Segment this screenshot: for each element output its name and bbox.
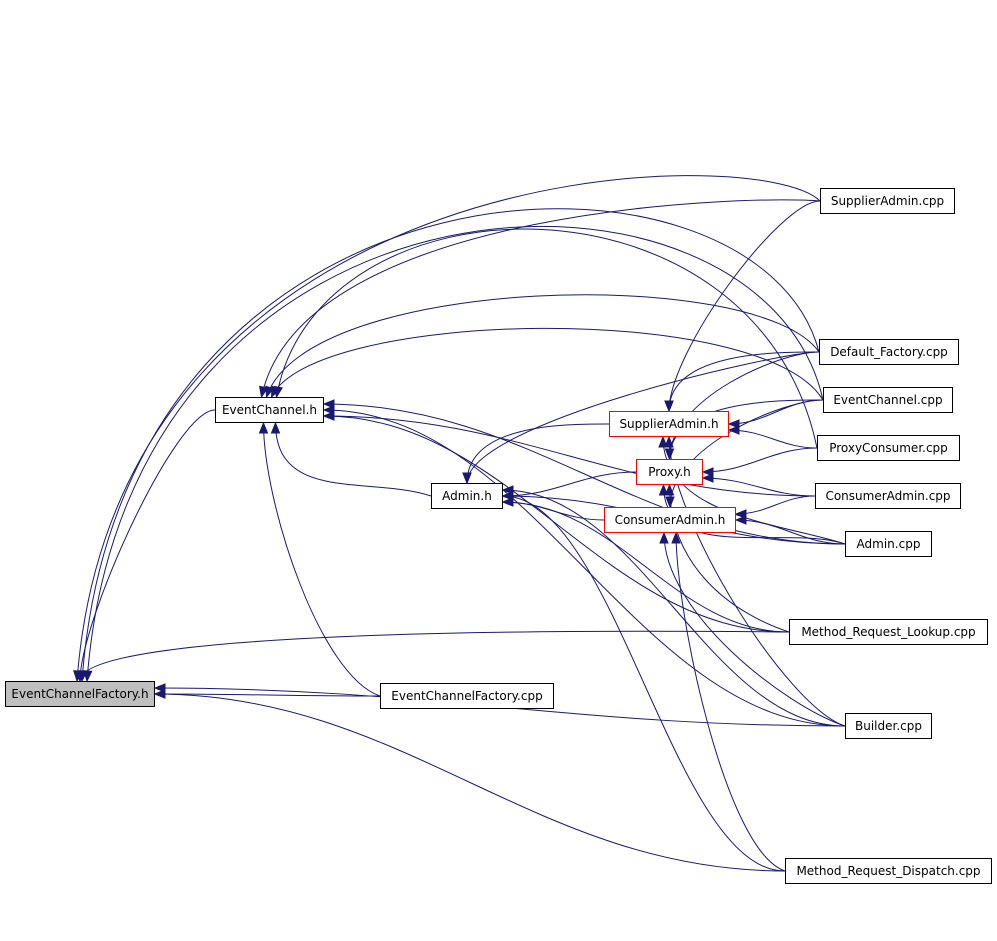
arrowhead-icon <box>322 411 335 421</box>
edge-ca_cpp-to-ca_h <box>735 495 816 515</box>
edge-ec_cpp-to-ecf_h <box>86 225 824 682</box>
node-ecf-h[interactable]: EventChannelFactory.h <box>5 681 155 707</box>
node-sa-h[interactable]: SupplierAdmin.h <box>609 411 729 437</box>
edge-ec_cpp-to-proxy_h <box>669 399 824 460</box>
arrowhead-icon <box>501 491 514 501</box>
node-builder-cpp[interactable]: Builder.cpp <box>845 713 932 739</box>
edge-admin_cpp-to-ca_h <box>735 519 846 545</box>
node-ec-cpp[interactable]: EventChannel.cpp <box>823 387 953 413</box>
arrowhead-icon <box>727 419 740 429</box>
arrowhead-icon <box>462 472 472 485</box>
arrowhead-icon <box>322 399 335 409</box>
node-mrl-cpp[interactable]: Method_Request_Lookup.cpp <box>789 619 988 645</box>
edge-df_cpp-to-sa_h <box>668 351 820 412</box>
arrowhead-icon <box>153 689 166 699</box>
edge-df_cpp-to-proxy_h <box>669 351 820 460</box>
arrowhead-icon <box>658 435 668 448</box>
edge-ca_cpp-to-proxy_h <box>702 477 816 497</box>
arrowhead-icon <box>734 509 747 519</box>
edge-sa_h-to-admin_h <box>466 423 610 484</box>
node-sa-cpp[interactable]: SupplierAdmin.cpp <box>820 188 955 214</box>
node-admin-cpp[interactable]: Admin.cpp <box>845 531 932 557</box>
arrowhead-icon <box>501 485 514 495</box>
edge-ec_cpp-to-ca_h <box>669 399 824 508</box>
edge-admin_cpp-to-ec_h <box>323 403 846 545</box>
edge-ec_cpp-to-sa_h <box>728 399 824 425</box>
edge-sa_cpp-to-sa_h <box>668 200 821 412</box>
edge-sa_cpp-to-ecf_h <box>76 175 821 682</box>
edge-builder_cpp-to-ec_h <box>323 409 846 727</box>
arrowhead-icon <box>322 405 335 415</box>
edge-sa_cpp-to-ec_h <box>261 199 821 398</box>
edge-mrd_cpp-to-ecf_h <box>154 693 786 872</box>
edge-pc_cpp-to-sa_h <box>728 429 818 449</box>
edge-mrd_cpp-to-admin_h <box>502 495 786 872</box>
edge-builder_cpp-to-admin_h <box>502 489 846 727</box>
edge-mrd_cpp-to-ca_h <box>675 532 786 872</box>
arrowhead-icon <box>658 483 669 496</box>
arrowhead-icon <box>664 435 674 448</box>
arrowhead-icon <box>671 531 681 544</box>
edge-pc_cpp-to-ec_h <box>276 228 818 449</box>
edge-admin_h-to-ec_h <box>275 422 432 497</box>
arrowhead-icon <box>258 421 269 434</box>
arrowhead-icon <box>665 496 675 509</box>
edge-pc_cpp-to-proxy_h <box>702 447 818 473</box>
arrowhead-icon <box>83 670 93 683</box>
edge-df_cpp-to-admin_h <box>466 351 820 484</box>
edge-ec_h-to-ecf_h <box>79 409 216 682</box>
node-admin-h[interactable]: Admin.h <box>431 483 503 509</box>
node-df-cpp[interactable]: Default_Factory.cpp <box>819 339 959 365</box>
node-ca-cpp[interactable]: ConsumerAdmin.cpp <box>815 483 961 509</box>
arrowhead-icon <box>701 473 714 483</box>
edge-proxy_h-to-admin_h <box>502 471 637 497</box>
arrowhead-icon <box>664 400 674 413</box>
arrowhead-icon <box>659 531 669 544</box>
arrowhead-icon <box>734 515 747 525</box>
arrowhead-icon <box>501 497 514 507</box>
edge-ecf_cpp-to-ecf_h <box>154 693 381 697</box>
arrowhead-icon <box>701 467 714 477</box>
edge-ecf_cpp-to-ec_h <box>263 422 381 697</box>
arrowhead-icon <box>664 448 675 461</box>
arrowhead-icon <box>259 385 269 399</box>
edge-ca_cpp-to-ec_h <box>323 415 816 497</box>
edge-mrl_cpp-to-ec_h <box>323 415 790 633</box>
edge-ec_cpp-to-ec_h <box>271 327 824 401</box>
arrowhead-icon <box>273 385 283 399</box>
node-pc-cpp[interactable]: ProxyConsumer.cpp <box>817 435 960 461</box>
arrowhead-icon <box>664 483 675 496</box>
node-ec-h[interactable]: EventChannel.h <box>215 397 324 423</box>
edge-df_cpp-to-ecf_h <box>81 208 820 682</box>
node-mrd-cpp[interactable]: Method_Request_Dispatch.cpp <box>785 858 992 884</box>
node-ca-h[interactable]: ConsumerAdmin.h <box>604 507 736 533</box>
edge-mrl_cpp-to-admin_h <box>502 501 790 633</box>
edge-df_cpp-to-ec_h <box>266 294 820 398</box>
arrowhead-icon <box>153 683 166 693</box>
edge-mrl_cpp-to-ecf_h <box>79 630 790 682</box>
edge-builder_cpp-to-ca_h <box>663 532 846 727</box>
arrowhead-icon <box>270 421 281 434</box>
node-proxy-h[interactable]: Proxy.h <box>636 459 703 485</box>
node-ecf-cpp[interactable]: EventChannelFactory.cpp <box>380 683 554 709</box>
